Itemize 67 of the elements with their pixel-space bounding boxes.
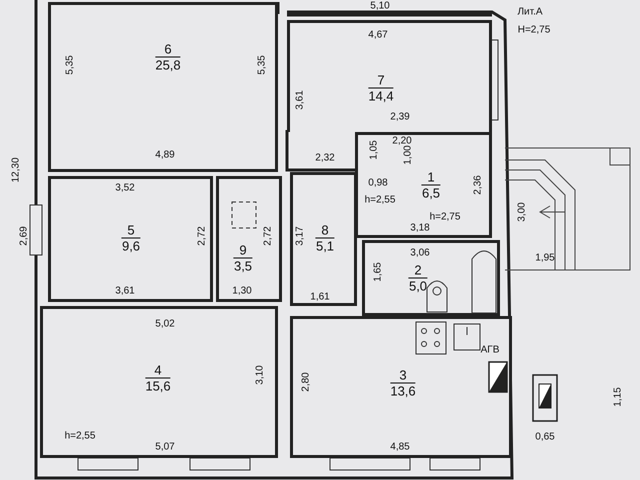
dimension-label: 0,65 [535,432,555,442]
boiler-label: АГВ [480,344,500,356]
dimension-label: 3,06 [410,248,430,258]
room-area: 14,4 [368,88,394,104]
room-number: 1 [421,170,441,186]
dimension-label: 5,10 [370,0,390,12]
room-number: 9 [233,242,253,258]
dimension-label: 1,30 [232,286,252,296]
dimension-label: 3,61 [294,90,306,110]
dimension-label: 2,80 [300,372,312,392]
room-outline [40,306,278,458]
dimension-label: 1,61 [310,292,330,302]
room-number: 2 [408,262,428,278]
dimension-label: 3,61 [115,286,135,296]
dimension-label: 12,30 [10,157,22,183]
room-area: 13,6 [390,384,416,398]
room-area: 5,0 [408,278,428,294]
dimension-label: 3,52 [115,182,135,194]
dimension-label: 4,67 [368,30,388,40]
ceiling-height-label: H=2,75 [518,24,550,36]
room-number: 6 [155,42,181,58]
ceiling-height-label: h=2,55 [364,194,396,206]
room-area: 3,5 [233,258,253,274]
room-number: 5 [121,222,141,238]
dimension-label: 1,95 [535,252,555,264]
building-letter-label: Лит.А [517,6,543,18]
dimension-label: 5,35 [64,55,76,75]
ceiling-height-label: h=2,55 [64,430,96,442]
room-outline [355,132,492,238]
room-number: 8 [315,222,335,238]
room-number: 3 [390,368,416,384]
dimension-label: 5,35 [256,55,268,75]
dimension-label: 1,65 [372,262,384,282]
dimension-label: 1,00 [402,145,414,165]
dimension-label: 2,72 [262,226,274,246]
room-area: 9,6 [121,238,141,254]
room-area: 5,1 [315,238,335,254]
room-outline [48,2,278,172]
dimension-label: 0,98 [368,178,388,188]
dimension-label: 5,07 [155,442,175,452]
room-number: 7 [368,72,394,88]
dimension-label: 3,10 [254,365,266,385]
dimension-label: 2,36 [472,175,484,195]
dimension-label: 1,15 [612,387,624,407]
room-outline [290,172,357,306]
dimension-label: 4,89 [155,150,175,160]
dimension-label: 5,02 [155,318,175,330]
dimension-label: 3,17 [294,226,306,246]
room-area: 6,5 [421,186,441,200]
room-outline [287,20,492,132]
dimension-label: 2,39 [390,112,410,122]
dimension-label: 2,69 [18,226,30,246]
dimension-label: 2,72 [196,226,208,246]
room-number: 4 [145,362,171,378]
dimension-label: 2,20 [392,136,412,146]
room-outline [362,240,500,316]
dimension-label: 4,85 [390,442,410,452]
dimension-label: 3,00 [516,202,528,222]
room-outline [48,176,213,302]
room-outline [216,176,282,302]
dimension-label: 2,32 [315,152,335,164]
room-area: 15,6 [145,378,171,394]
room-outline [290,316,512,458]
dimension-label: 1,05 [368,140,380,160]
dimension-label: 3,18 [410,222,430,234]
ceiling-height-label: h=2,75 [430,212,460,222]
room-area: 25,8 [155,58,181,72]
